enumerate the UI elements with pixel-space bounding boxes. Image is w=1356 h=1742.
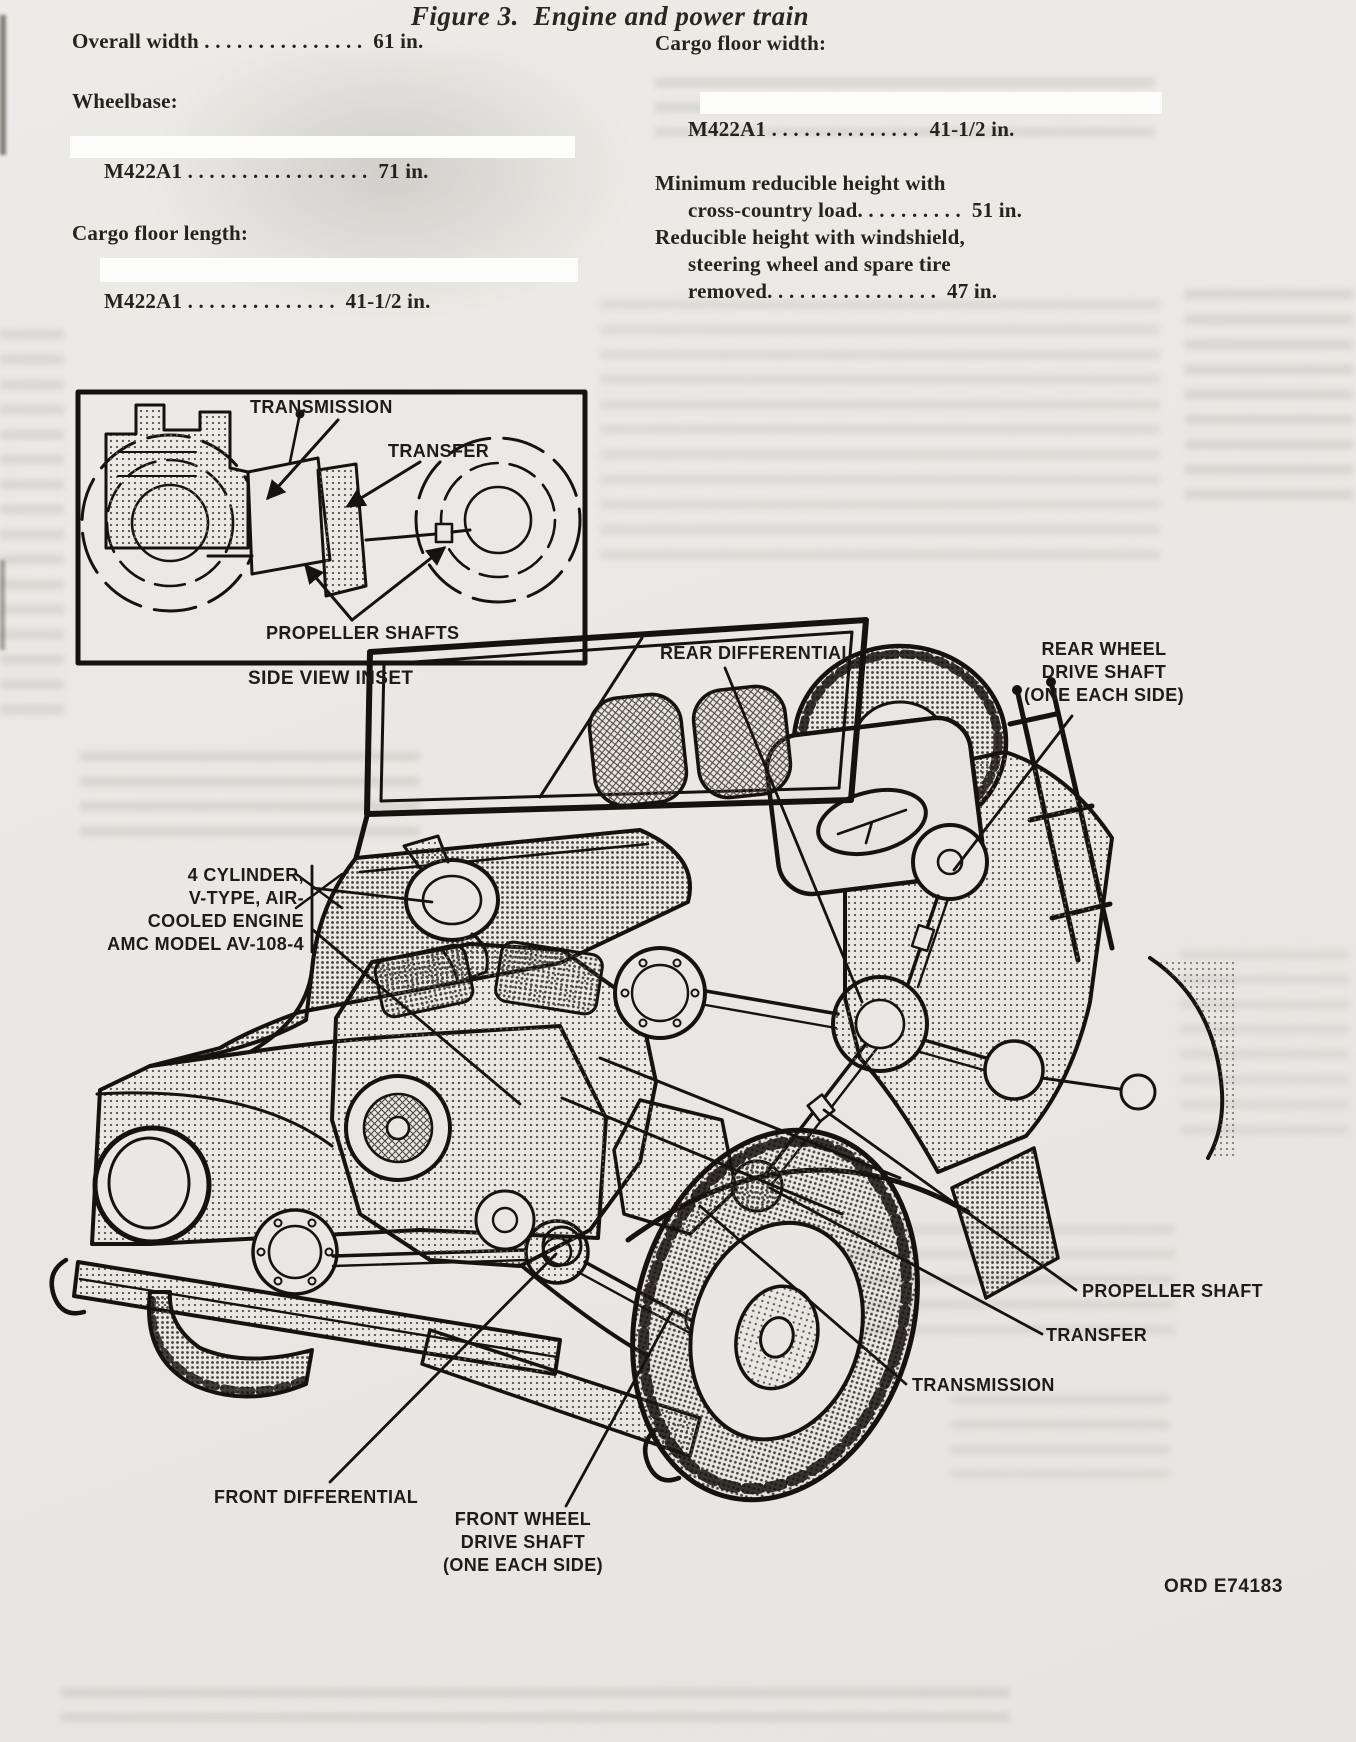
label-rear-wheel-drive-shaft: REAR WHEEL DRIVE SHAFT (ONE EACH SIDE) [1006,638,1202,707]
spec-line: Minimum reducible height with [655,171,946,195]
spec-line: Cargo floor width: [655,31,827,55]
inset-label-transmission: TRANSMISSION [250,397,393,417]
label-line: 4 CYLINDER, [187,865,304,885]
spec-line: Cargo floor length: [72,221,249,245]
label-front-differential: FRONT DIFFERENTIAL [214,1487,419,1507]
label-line: FRONT WHEEL [454,1509,592,1529]
spec-line: removed. . . . . . . . . . . . . . . . 4… [688,279,998,303]
inset-label-transfer: TRANSFER [388,441,490,461]
label-front-wheel-drive-shaft: FRONT WHEEL DRIVE SHAFT (ONE EACH SIDE) [415,1508,631,1577]
inset-art [75,389,588,666]
scan-edge-artifact [0,560,5,650]
label-propeller-shaft: PROPELLER SHAFT [1082,1281,1264,1301]
ord-number: ORD E74183 [1164,1576,1284,1597]
whiteout-patch [100,258,578,282]
label-transfer: TRANSFER [1046,1325,1148,1345]
spec-line: M422A1 . . . . . . . . . . . . . . 41-1/… [688,117,1015,141]
label-line: AMC MODEL AV-108-4 [107,934,304,954]
label-line: COOLED ENGINE [147,911,304,931]
spec-line: Wheelbase: [72,89,178,113]
spec-line: M422A1 . . . . . . . . . . . . . . 41-1/… [104,289,431,313]
label-rear-differential: REAR DIFFERENTIAL [660,643,853,663]
spec-line: M422A1 . . . . . . . . . . . . . . . . .… [104,159,429,183]
jeep-art [49,617,1238,1503]
label-line: DRIVE SHAFT [460,1532,586,1552]
spec-line: cross-country load. . . . . . . . . . 51… [688,198,1023,222]
callout-lines [310,666,1078,1508]
spec-line: Reducible height with windshield, [655,225,965,249]
inset-label-propeller-shafts: PROPELLER SHAFTS [266,623,460,643]
scan-edge-artifact [0,15,6,155]
label-engine: 4 CYLINDER, V-TYPE, AIR- COOLED ENGINE A… [74,864,304,956]
label-line: (ONE EACH SIDE) [1023,685,1184,705]
whiteout-patch [70,136,575,158]
label-line: DRIVE SHAFT [1041,662,1167,682]
spec-line: Overall width . . . . . . . . . . . . . … [72,29,424,53]
spec-line: steering wheel and spare tire [688,252,951,276]
label-transmission: TRANSMISSION [912,1375,1055,1395]
whiteout-patch [700,92,1162,114]
inset-caption: SIDE VIEW INSET [248,668,414,689]
figure-caption: Figure 3. Engine and power train [410,1,810,31]
label-line: V-TYPE, AIR- [188,888,304,908]
label-line: REAR WHEEL [1041,639,1167,659]
label-line: (ONE EACH SIDE) [442,1555,603,1575]
